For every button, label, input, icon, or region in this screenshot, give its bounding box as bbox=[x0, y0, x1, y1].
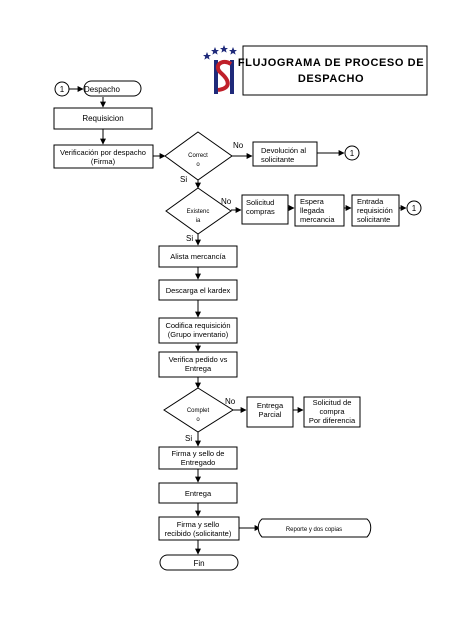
existencia-label-1: Existenc bbox=[187, 209, 210, 215]
verificacion-label-1: Verificación por despacho bbox=[60, 148, 146, 157]
existencia-no-label: No bbox=[221, 197, 232, 206]
end-connector-1-label: 1 bbox=[350, 149, 355, 158]
completo-si-label: Si bbox=[185, 434, 192, 443]
firma-entregado-label-2: Entregado bbox=[181, 458, 216, 467]
firma-recibido-process: Firma y sello recibido (solicitante) bbox=[158, 516, 240, 541]
alista-process: Alista mercancía bbox=[158, 245, 238, 268]
entrega-parcial-label-2: Parcial bbox=[259, 410, 282, 419]
espera-process: Espera llegada mercancia bbox=[294, 194, 345, 227]
codifica-process: Codifica requisición (Grupo inventario) bbox=[158, 317, 238, 344]
logo-stars bbox=[203, 45, 237, 60]
title-box: FLUJOGRAMA DE PROCESO DE DESPACHO bbox=[238, 45, 428, 96]
entrega-parcial-label-1: Entrega bbox=[257, 401, 284, 410]
solicitud-compra-label-1: Solicitud de bbox=[313, 398, 352, 407]
codifica-label-1: Codifica requisición bbox=[165, 321, 230, 330]
entrega-process: Entrega bbox=[158, 482, 238, 504]
descarga-process: Descarga el kardex bbox=[158, 279, 238, 301]
end-connector-2: 1 bbox=[406, 200, 422, 216]
start-connector: 1 bbox=[54, 81, 70, 97]
correcto-si-label: Si bbox=[180, 175, 187, 184]
existencia-si-label: Si bbox=[186, 234, 193, 243]
espera-label-1: Espera bbox=[300, 197, 325, 206]
devolucion-label-1: Devolución al bbox=[261, 146, 306, 155]
firma-entregado-label-1: Firma y sello de bbox=[172, 449, 225, 458]
title-frame bbox=[242, 45, 428, 96]
entrada-label-3: solicitante bbox=[357, 215, 390, 224]
firma-recibido-label-1: Firma y sello bbox=[177, 520, 220, 529]
firma-recibido-label-2: recibido (solicitante) bbox=[165, 529, 232, 538]
espera-label-2: llegada bbox=[300, 206, 325, 215]
solicitud-compra-label-2: compra bbox=[319, 407, 345, 416]
reporte-document: Reporte y dos copias bbox=[257, 518, 372, 538]
existencia-decision: Existenc ia bbox=[165, 187, 232, 235]
solicitud-compra-label-3: Por diferencia bbox=[309, 416, 356, 425]
connector-lines bbox=[69, 86, 407, 555]
devolucion-process: Devolución al solicitante bbox=[252, 141, 318, 167]
verifica-process: Verifica pedido vs Entrega bbox=[158, 351, 238, 378]
descarga-label: Descarga el kardex bbox=[166, 286, 231, 295]
despacho-label: Despacho bbox=[84, 85, 121, 94]
existencia-label-2: ia bbox=[196, 218, 201, 224]
entrega-label: Entrega bbox=[185, 489, 212, 498]
codifica-label-2: (Grupo inventario) bbox=[168, 330, 229, 339]
verifica-label-2: Entrega bbox=[185, 364, 212, 373]
completo-label-1: Complet bbox=[187, 408, 210, 414]
reporte-label: Reporte y dos copias bbox=[286, 527, 342, 533]
alista-label: Alista mercancía bbox=[170, 252, 226, 261]
title-line-1: FLUJOGRAMA DE PROCESO DE bbox=[238, 57, 424, 69]
entrada-process: Entrada requisición solicitante bbox=[351, 194, 400, 227]
requisicion-label: Requisicion bbox=[82, 114, 123, 123]
verificacion-label-2: (Firma) bbox=[91, 157, 116, 166]
start-connector-label: 1 bbox=[60, 85, 65, 94]
entrada-label-1: Entrada bbox=[357, 197, 384, 206]
requisicion-process: Requisicion bbox=[53, 107, 153, 130]
solicitud-compra-process: Solicitud de compra Por diferencia bbox=[303, 396, 361, 428]
solicitud-compras-label-1: Solicitud bbox=[246, 198, 274, 207]
title-line-2: DESPACHO bbox=[298, 73, 364, 85]
solicitud-compras-label-2: compras bbox=[246, 207, 275, 216]
logo-bar-left bbox=[214, 60, 218, 94]
fin-terminator: Fin bbox=[159, 554, 239, 571]
completo-label-2: o bbox=[196, 417, 200, 423]
logo-bar-right bbox=[230, 60, 234, 94]
correcto-label-1: Correct bbox=[188, 153, 208, 159]
espera-label-3: mercancia bbox=[300, 215, 335, 224]
correcto-decision: Correct o bbox=[164, 131, 233, 181]
fin-label: Fin bbox=[193, 559, 204, 568]
entrada-label-2: requisición bbox=[357, 206, 393, 215]
correcto-no-label: No bbox=[233, 141, 244, 150]
correcto-label-2: o bbox=[196, 162, 200, 168]
verifica-label-1: Verifica pedido vs bbox=[169, 355, 228, 364]
end-connector-1: 1 bbox=[344, 145, 360, 161]
entrega-parcial-process: Entrega Parcial bbox=[246, 396, 294, 428]
logo bbox=[203, 45, 237, 94]
firma-entregado-process: Firma y sello de Entregado bbox=[158, 446, 238, 470]
completo-decision: Complet o bbox=[163, 387, 234, 433]
verificacion-process: Verificación por despacho (Firma) bbox=[53, 144, 154, 169]
end-connector-2-label: 1 bbox=[412, 204, 417, 213]
completo-no-label: No bbox=[225, 397, 236, 406]
solicitud-compras-process: Solicitud compras bbox=[241, 194, 289, 225]
devolucion-label-2: solicitante bbox=[261, 155, 294, 164]
despacho-terminator: Despacho bbox=[83, 80, 142, 97]
logo-s-curve bbox=[215, 59, 233, 92]
